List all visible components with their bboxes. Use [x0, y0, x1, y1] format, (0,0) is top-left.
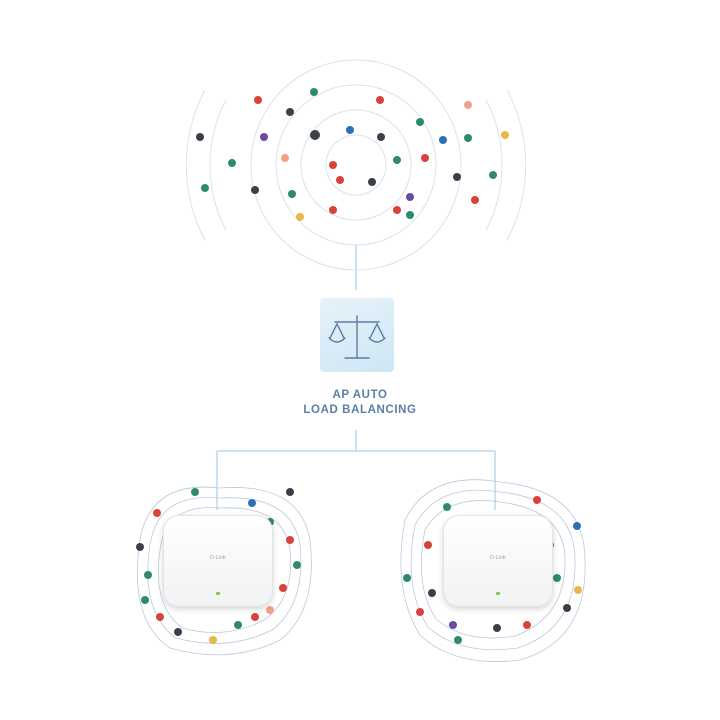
ap-brand-label: D-Link [490, 555, 506, 561]
crowd-signal-ripples [185, 59, 527, 271]
connector-lines [216, 244, 496, 510]
load-balancing-icon-box [320, 298, 394, 372]
access-point-left: D-Link [163, 515, 273, 607]
ap-status-led [216, 592, 220, 595]
left-coverage-area [136, 486, 312, 656]
access-point-right: D-Link [443, 515, 553, 607]
label-line-1: AP AUTO [332, 389, 388, 401]
ap-brand-label: D-Link [210, 555, 226, 561]
ap-status-led [496, 592, 500, 595]
people-crowd-right-ap [403, 496, 582, 644]
label-line-2: LOAD BALANCING [303, 404, 417, 416]
people-crowd-top [196, 88, 509, 221]
